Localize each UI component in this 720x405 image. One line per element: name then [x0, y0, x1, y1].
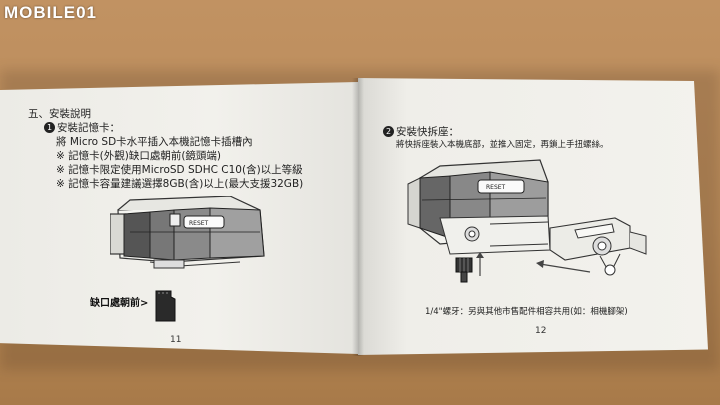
- note-1: ※ 記憶卡(外觀)缺口處朝前(鏡頭端): [56, 150, 222, 162]
- step1-number: 1: [44, 122, 55, 133]
- note-3: ※ 記憶卡容量建議選擇8GB(含)以上(最大支援32GB): [56, 178, 304, 190]
- thread-caption: 1/4"螺牙：另與其他市售配件相容共用(如：相機腳架): [425, 307, 628, 317]
- right-page-number: 12: [535, 326, 547, 336]
- left-page-number: 11: [170, 335, 182, 345]
- watermark-text: MOBILE01: [4, 3, 98, 22]
- step2-number: 2: [383, 126, 394, 137]
- section-title: 五、安裝說明: [28, 108, 91, 120]
- card-notch-label: 缺口處朝前>: [90, 298, 149, 309]
- step2-instruction: 將快拆座裝入本機底部，並推入固定，再鎖上手扭螺絲。: [396, 140, 609, 150]
- camera-reset-label-left: RESET: [189, 220, 209, 227]
- book-gutter: [352, 78, 364, 356]
- camera-illustration-left: RESET: [110, 196, 265, 269]
- step1-instruction: 將 Micro SD卡水平插入本機記憶卡插槽內: [56, 136, 253, 148]
- step1-title: 安裝記憶卡：: [57, 122, 120, 134]
- microsd-card-icon: [155, 290, 176, 322]
- camera-reset-label-right: RESET: [486, 184, 506, 191]
- camera-mount-illustration: RESET: [407, 159, 647, 283]
- step2-title: 安裝快拆座：: [396, 126, 459, 138]
- watermark-logo: MOBILE01: [4, 3, 97, 23]
- note-2: ※ 記憶卡限定使用MicroSD SDHC C10(含)以上等級: [56, 164, 303, 176]
